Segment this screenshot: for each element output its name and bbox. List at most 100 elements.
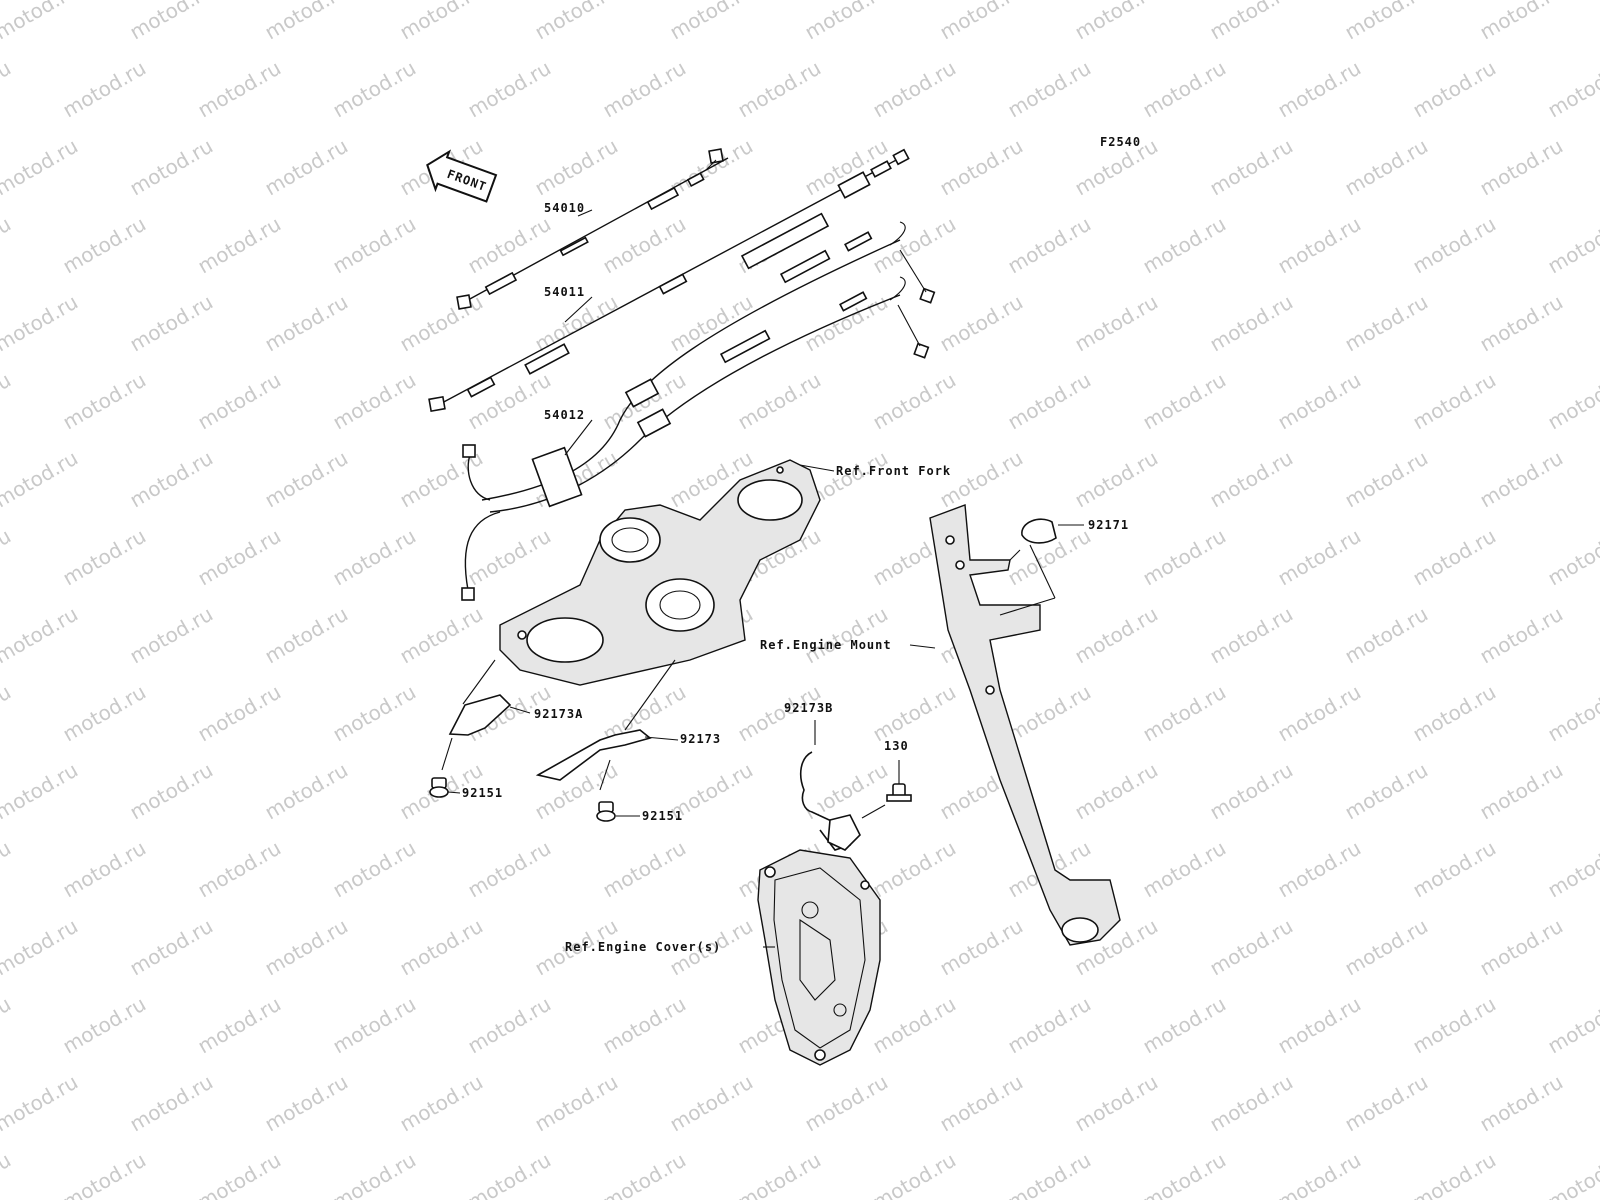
watermark-text: motod.ru — [1274, 368, 1365, 435]
watermark-text: motod.ru — [869, 368, 960, 435]
watermark-text: motod.ru — [1409, 212, 1500, 279]
watermark-text: motod.ru — [1274, 680, 1365, 747]
watermark-text: motod.ru — [194, 524, 285, 591]
cable-guide-92173b — [799, 720, 861, 851]
watermark-text: motod.ru — [1544, 524, 1600, 591]
watermark-text: motod.ru — [1476, 758, 1567, 825]
watermark-text: motod.ru — [329, 992, 420, 1059]
watermark-text: motod.ru — [0, 1148, 15, 1200]
watermark-text: motod.ru — [396, 1070, 487, 1137]
watermark-text: motod.ru — [0, 56, 15, 123]
watermark-text: motod.ru — [261, 758, 352, 825]
bolt-92151-right-icon — [596, 801, 616, 822]
watermark-text: motod.ru — [1476, 602, 1567, 669]
label-54011: 54011 — [544, 285, 585, 299]
watermark-text: motod.ru — [329, 212, 420, 279]
watermark-text: motod.ru — [599, 992, 690, 1059]
watermark-text: motod.ru — [936, 290, 1027, 357]
watermark-text: motod.ru — [1476, 1070, 1567, 1137]
watermark-text: motod.ru — [1544, 368, 1600, 435]
watermark-text: motod.ru — [1409, 992, 1500, 1059]
watermark-text: motod.ru — [1274, 524, 1365, 591]
watermark-text: motod.ru — [1409, 524, 1500, 591]
watermark-text: motod.ru — [666, 0, 757, 44]
watermark-text: motod.ru — [1206, 446, 1297, 513]
watermark-text: motod.ru — [1004, 212, 1095, 279]
watermark-text: motod.ru — [59, 524, 150, 591]
watermark-text: motod.ru — [0, 992, 15, 1059]
watermark-text: motod.ru — [0, 1070, 82, 1137]
watermark-text: motod.ru — [464, 524, 555, 591]
watermark-text: motod.ru — [1409, 368, 1500, 435]
watermark-text: motod.ru — [59, 836, 150, 903]
watermark-text: motod.ru — [1206, 758, 1297, 825]
watermark-text: motod.ru — [1071, 290, 1162, 357]
watermark-text: motod.ru — [1544, 680, 1600, 747]
watermark-text: motod.ru — [1139, 56, 1230, 123]
watermark-text: motod.ru — [531, 134, 622, 201]
watermark-text: motod.ru — [531, 0, 622, 44]
watermark-text: motod.ru — [1139, 836, 1230, 903]
watermark-text: motod.ru — [1341, 0, 1432, 44]
watermark-text: motod.ru — [1544, 1148, 1600, 1200]
watermark-text: motod.ru — [1071, 446, 1162, 513]
bolt-130-icon — [861, 760, 912, 819]
watermark-text: motod.ru — [464, 56, 555, 123]
watermark-text: motod.ru — [734, 368, 825, 435]
watermark-text: motod.ru — [59, 992, 150, 1059]
watermark-text: motod.ru — [869, 836, 960, 903]
watermark-text: motod.ru — [936, 914, 1027, 981]
watermark-text: motod.ru — [0, 134, 82, 201]
watermark-text: motod.ru — [194, 992, 285, 1059]
watermark-text: motod.ru — [1476, 290, 1567, 357]
watermark-text: motod.ru — [1206, 602, 1297, 669]
watermark-text: motod.ru — [531, 1070, 622, 1137]
label-92151-left: 92151 — [462, 786, 503, 800]
watermark-text: motod.ru — [666, 1070, 757, 1137]
watermark-text: motod.ru — [1004, 368, 1095, 435]
watermark-text: motod.ru — [194, 368, 285, 435]
watermark-text: motod.ru — [261, 446, 352, 513]
watermark-text: motod.ru — [1004, 56, 1095, 123]
label-54010: 54010 — [544, 201, 585, 215]
watermark-text: motod.ru — [194, 836, 285, 903]
watermark-text: motod.ru — [0, 836, 15, 903]
watermark-text: motod.ru — [261, 1070, 352, 1137]
watermark-text: motod.ru — [0, 914, 82, 981]
watermark-text: motod.ru — [396, 0, 487, 44]
upper-triple-clamp — [499, 459, 821, 686]
watermark-text: motod.ru — [329, 368, 420, 435]
watermark-text: motod.ru — [1274, 1148, 1365, 1200]
cable-guide-92173 — [535, 659, 676, 791]
watermark-text: motod.ru — [1139, 524, 1230, 591]
watermark-text: motod.ru — [1206, 134, 1297, 201]
watermark-text: motod.ru — [1476, 914, 1567, 981]
watermark-text: motod.ru — [1139, 680, 1230, 747]
watermark-text: motod.ru — [0, 212, 15, 279]
watermark-text: motod.ru — [869, 212, 960, 279]
watermark-text: motod.ru — [126, 0, 217, 44]
watermark-text: motod.ru — [126, 758, 217, 825]
watermark-text: motod.ru — [1206, 0, 1297, 44]
bolt-92151-left-icon — [429, 777, 449, 798]
watermark-text: motod.ru — [1341, 290, 1432, 357]
watermark-text: motod.ru — [1341, 758, 1432, 825]
watermark-text: motod.ru — [59, 680, 150, 747]
watermark-text: motod.ru — [869, 992, 960, 1059]
leader-lines — [447, 209, 1084, 948]
watermark-text: motod.ru — [126, 914, 217, 981]
watermark-text: motod.ru — [869, 1148, 960, 1200]
watermark-text: motod.ru — [1071, 0, 1162, 44]
label-92173a: 92173A — [534, 707, 583, 721]
watermark-text: motod.ru — [1139, 368, 1230, 435]
watermark-text: motod.ru — [936, 446, 1027, 513]
watermark-text: motod.ru — [464, 992, 555, 1059]
watermark-text: motod.ru — [396, 602, 487, 669]
watermark-text: motod.ru — [1409, 836, 1500, 903]
watermark-text: motod.ru — [329, 836, 420, 903]
cable-guide-92173a — [441, 659, 512, 771]
engine-cover — [757, 849, 881, 1066]
watermark-text: motod.ru — [1274, 836, 1365, 903]
watermark-text: motod.ru — [936, 0, 1027, 44]
watermark-text: motod.ru — [261, 0, 352, 44]
